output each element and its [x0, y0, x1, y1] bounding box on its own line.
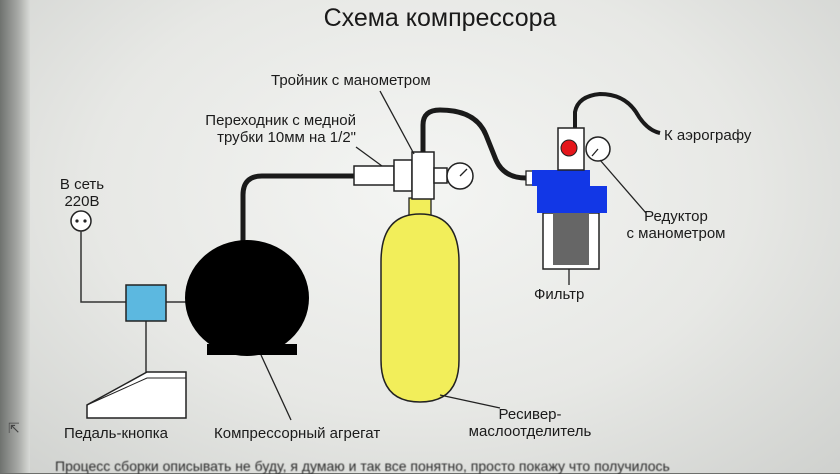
switch-box [125, 284, 167, 322]
tee-fitting [353, 151, 448, 200]
regulator-gauge-icon [585, 136, 611, 162]
compressor-label: Компрессорный агрегат [214, 425, 381, 442]
airbrush-hose [573, 91, 661, 135]
compressor-unit [185, 240, 309, 356]
regulator-knob [560, 139, 578, 157]
pedal-label: Педаль-кнопка [64, 425, 168, 442]
leader-lines [260, 90, 647, 421]
monitor-bezel [0, 0, 30, 473]
tee-label: Тройник с манометром [271, 72, 431, 89]
pedal [86, 371, 187, 419]
power-outlet-icon [70, 210, 92, 232]
power-label: В сеть 220В [59, 176, 105, 210]
diagram-title: Схема компрессора [323, 4, 557, 32]
mouse-cursor-icon: ⇱ [8, 420, 20, 436]
compressor-hose [240, 173, 354, 258]
airbrush-label: К аэрографу [664, 127, 752, 144]
filter-label: Фильтр [534, 286, 585, 303]
gauge-icon [446, 162, 474, 190]
filter-regulator [532, 127, 607, 270]
receiver-tank [380, 197, 460, 403]
regulator-label: Редуктор с манометром [626, 208, 726, 242]
article-text: Процесс сборки описывать не буду, я дума… [55, 458, 670, 474]
adapter-label: Переходник с медной трубки 10мм на 1/2" [205, 112, 356, 146]
receiver-label: Ресивер- маслоотделитель [468, 406, 592, 440]
filter-hose [420, 107, 527, 181]
